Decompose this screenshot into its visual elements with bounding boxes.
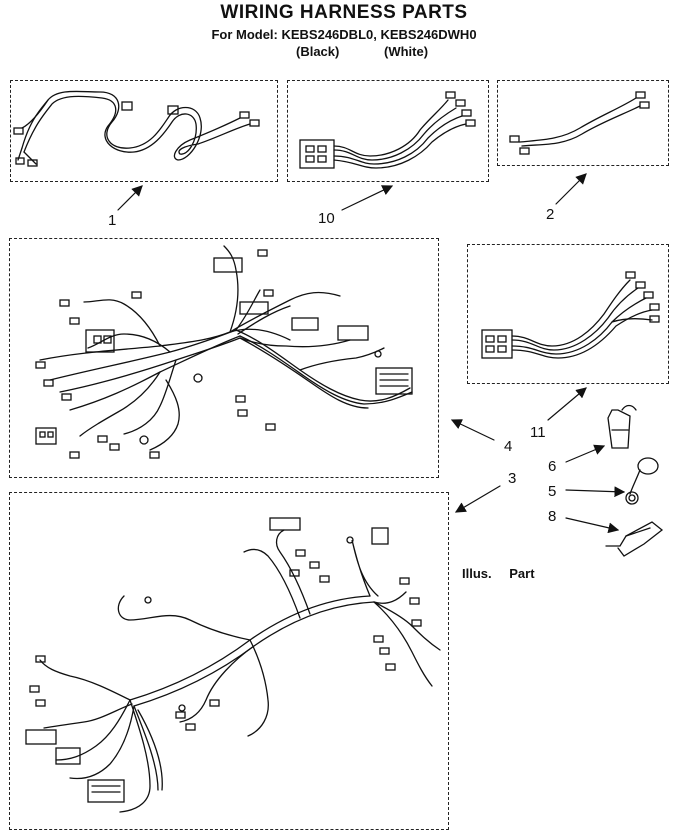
- callout-4: 4: [504, 438, 513, 455]
- harness-box-2: [497, 80, 669, 166]
- parts-table-header: Illus. Part: [462, 566, 549, 581]
- harness-box-3: [9, 492, 449, 830]
- part-column-label: Part: [509, 566, 535, 581]
- harness-box-4: [9, 238, 439, 478]
- callout-11: 11: [530, 424, 546, 441]
- page-title: WIRING HARNESS PARTS: [220, 2, 468, 23]
- callout-5: 5: [548, 483, 557, 500]
- callout-8: 8: [548, 508, 557, 525]
- variant-black-label: (Black): [296, 44, 340, 59]
- model-line: For Model: KEBS246DBL0, KEBS246DWH0: [211, 27, 477, 42]
- harness-box-11: [467, 244, 669, 384]
- bracket-part-8: [605, 521, 664, 557]
- harness-part-10: [299, 91, 476, 169]
- callout-2: 2: [546, 206, 555, 223]
- harness-part-4: [35, 245, 413, 459]
- callout-3: 3: [508, 470, 517, 487]
- harness-box-10: [287, 80, 489, 182]
- harness-part-1: [13, 90, 260, 167]
- harness-part-3: [25, 517, 441, 813]
- callout-1: 1: [108, 212, 117, 229]
- clip-part-6: [607, 404, 637, 449]
- harness-part-11: [481, 271, 660, 359]
- harness-part-2: [509, 91, 650, 155]
- harness-box-1: [10, 80, 278, 182]
- callout-10: 10: [318, 210, 335, 227]
- grommet-part-5: [625, 457, 659, 505]
- illus-column-label: Illus.: [462, 566, 492, 581]
- variant-white-label: (White): [384, 44, 429, 59]
- callout-6: 6: [548, 458, 557, 475]
